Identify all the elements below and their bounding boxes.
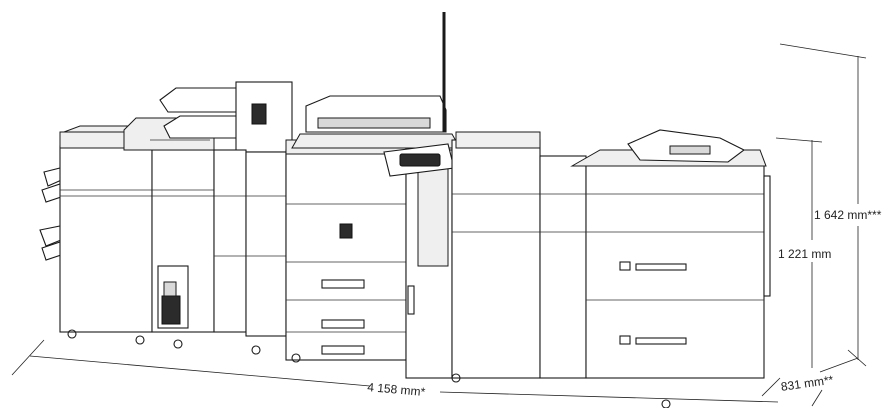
height-total-dimension-line — [779, 43, 867, 360]
depth-dimension-line — [811, 349, 867, 407]
large-capacity-tray — [570, 129, 771, 379]
paper-feeder-unit — [451, 131, 587, 379]
casters — [67, 329, 671, 409]
finisher-unit — [39, 117, 215, 333]
height-body-label: 1 221 mm — [778, 247, 832, 261]
width-dimension-line — [11, 339, 781, 403]
height-body-dimension-line — [775, 137, 823, 368]
height-total-label: 1 642 mm*** — [814, 208, 882, 222]
main-engine — [245, 12, 461, 379]
